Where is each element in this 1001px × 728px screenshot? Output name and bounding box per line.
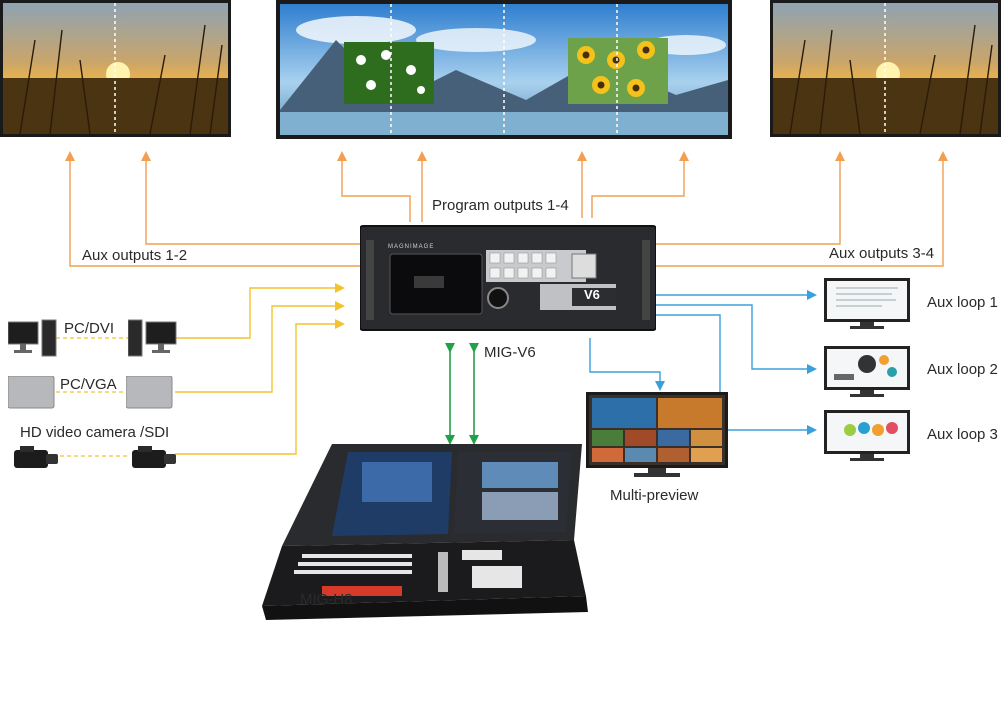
source-dashed-links [56,337,128,457]
mig-h8-console [262,444,588,620]
sunset-field-image [773,3,998,135]
control-link-arrows [445,343,479,445]
pc-dvi-label: PC/DVI [64,320,115,337]
pc-dvi-dest-icon [128,319,177,357]
aux-outputs-3-4-label: Aux outputs 3-4 [829,245,935,262]
program-outputs-label: Program outputs 1-4 [432,197,569,214]
pc-vga-label: PC/VGA [60,376,117,393]
mig-v6-processor: MAGNIMAGE V6 [359,222,657,334]
aux-output-1-2-arrows [65,151,360,267]
aux-loop-2-label: Aux loop 2 [927,361,998,378]
program-output-arrows [337,151,689,222]
hd-camera-label: HD video camera /SDI [20,424,170,441]
pc-vga-source-icon [8,376,55,409]
brand-label: MAGNIMAGE [388,244,435,250]
aux-loop-1-monitor-icon [824,278,910,329]
aux-loop-1-label: Aux loop 1 [927,294,998,311]
pc-dvi-source-icon [8,319,57,357]
model-badge: V6 [584,287,600,302]
pc-vga-dest-icon [126,376,173,409]
aux-loop-3-label: Aux loop 3 [927,426,998,443]
aux-loop-3-monitor-icon [824,410,910,461]
aux-screen-1-2 [0,0,231,137]
aux-screen-3-4 [770,0,1001,137]
aux-loop-2-monitor-icon [824,346,910,397]
multi-preview-label: Multi-preview [610,487,699,504]
aux-output-3-4-arrows [655,151,948,267]
mig-h8-label: MIG-H8 [300,591,353,608]
camera-source-icon [14,446,58,468]
mig-v6-label: MIG-V6 [484,344,536,361]
program-screen [276,0,732,139]
input-arrows [175,283,345,455]
loop-arrows [589,290,817,435]
mountain-lake-image [280,4,728,135]
camera-dest-icon [132,446,176,468]
multi-preview-monitor [586,392,728,477]
sunset-field-image [3,3,228,135]
aux-outputs-1-2-label: Aux outputs 1-2 [82,247,188,264]
